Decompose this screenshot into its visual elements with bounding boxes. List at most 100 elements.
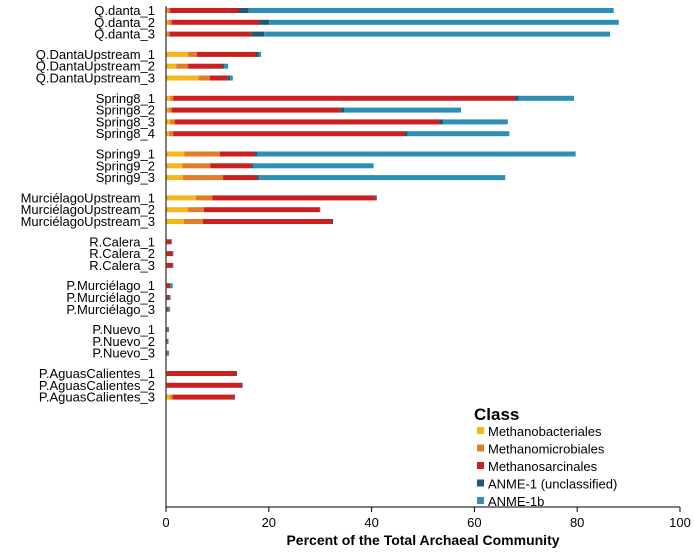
category-label: P.AguasCalientes_1 [39,366,155,381]
bar-segment [198,75,210,81]
legend: Class MethanobacterialesMethanomicrobial… [474,405,617,509]
bar-segment [443,119,508,125]
bar-segment [251,163,254,169]
bar-segment [167,350,170,356]
bar-segment [407,131,510,137]
x-tick-label: 20 [262,515,276,530]
category-label: Q.danta_1 [94,3,155,18]
category-label: P.AguasCalientes_3 [39,390,155,405]
bar-segment [219,151,255,157]
bar-segment [255,51,259,57]
bar-segment [182,175,224,181]
bar-segment [169,131,174,137]
bar-segment [167,239,172,245]
bar-segment [166,175,183,181]
bar-segment [223,175,257,181]
bar-segment [172,251,174,257]
bar-segment [236,371,238,376]
legend-swatch [477,462,484,469]
category-label: Q.DantaUpstream_2 [36,59,155,74]
bar-segment [515,95,519,101]
bar-segment [166,350,168,356]
bar-segment [166,239,168,245]
bar-segment [183,219,204,224]
bar-segment [188,51,197,57]
bar-segment [253,163,374,169]
bar-segment [258,51,262,57]
bar-segment [182,163,211,169]
bar-segment [259,19,270,25]
bar-segment [172,262,174,268]
category-label: Spring9_2 [96,158,155,173]
bar-segment [224,63,229,69]
bar-segment [256,175,259,181]
legend-swatch [477,497,484,504]
x-tick-label: 60 [467,515,481,530]
bar-segment [238,8,249,13]
bar-segment [167,338,168,344]
category-label: Spring9_3 [96,170,155,185]
legend-label: ANME-1 (unclassified) [488,477,617,492]
category-label: Q.DantaUpstream_3 [36,71,155,86]
category-label: P.Nuevo_1 [92,322,155,337]
bar-segment [166,394,171,400]
bar-segment [210,163,252,169]
bar-segment [170,8,239,13]
bar-segment [166,151,185,157]
bar-segment [258,175,506,181]
bar-segment [167,262,173,268]
bar-segment [254,151,257,157]
bar-segment [188,63,223,69]
bar-segment [251,31,265,37]
bar-segment [166,295,168,300]
bar-segment [170,283,173,289]
x-tick-label: 100 [669,515,691,530]
bar-segment [319,207,321,213]
bar-segment [168,107,172,113]
legend-items: MethanobacterialesMethanomicrobialesMeth… [477,424,617,509]
legend-label: Methanomicrobiales [488,442,605,457]
legend-swatch [477,444,484,452]
bar-segment [167,350,168,356]
bar-segment [171,107,341,113]
bar-segment [167,338,169,344]
bar-segment [166,51,189,57]
bar-segment [166,219,184,224]
bar-segment [166,207,189,213]
bar-segment [166,75,199,81]
bar-segment [170,95,174,101]
bar-segment [166,382,168,388]
category-label: MurciélagoUpstream_2 [21,202,155,217]
x-tick-label: 80 [570,515,584,530]
bar-segment [171,239,172,245]
bar-segment [248,8,614,13]
bar-segment [167,295,170,300]
bar-segments [166,8,619,400]
bar-segment [167,382,242,388]
bar-segment [344,107,462,113]
bar-segment [166,195,196,201]
legend-label: ANME-1b [488,494,544,509]
category-label: Q.danta_2 [94,15,155,30]
bar-segment [209,75,228,81]
bar-segment [375,195,377,201]
bar-segment [167,306,169,312]
bar-segment [166,306,168,312]
legend-label: Methanobacteriales [488,424,602,439]
legend-label: Methanosarcinales [488,459,598,474]
category-label: Spring8_4 [96,126,155,141]
bar-segment [173,95,516,101]
bar-segment [166,262,168,268]
bar-segment [264,31,611,37]
x-tick-label: 0 [162,515,169,530]
category-label: P.Murciélago_2 [66,290,155,305]
category-label: Spring8_1 [96,91,155,106]
bar-segment [331,219,334,224]
bar-segment [234,394,235,400]
bar-segment [167,327,168,333]
bar-segment [176,63,189,69]
bar-segment [166,63,177,69]
bar-segment [166,8,168,13]
